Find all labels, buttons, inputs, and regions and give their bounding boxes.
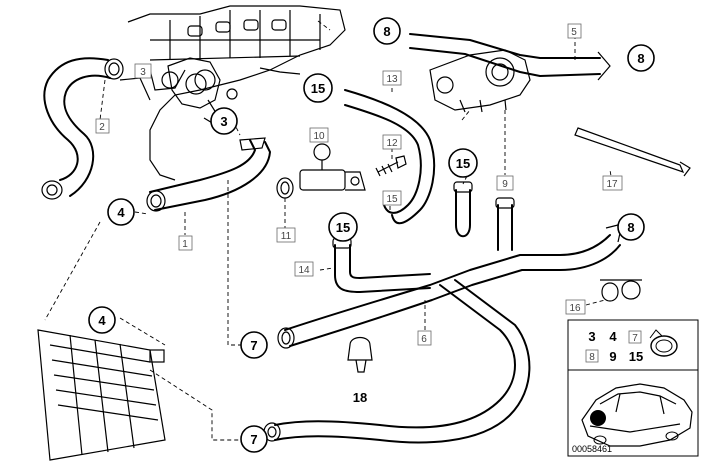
svg-text:14: 14 (298, 265, 310, 276)
callout-4-left: 4 (107, 198, 135, 226)
engine-block (119, 5, 346, 181)
inset-r1-c: 7 (632, 333, 638, 344)
reference-number: 00058461 (572, 444, 612, 454)
callout-15-a: 15 (303, 73, 333, 103)
hose-13-outer (344, 89, 436, 225)
label-10: 10 (309, 127, 329, 143)
inset-r2-c: 15 (629, 349, 643, 364)
svg-text:6: 6 (421, 334, 427, 345)
callout-15-c: 15 (328, 212, 358, 242)
label-13: 13 (382, 70, 402, 86)
inset-r2-b: 9 (609, 349, 616, 364)
svg-text:13: 13 (386, 74, 398, 85)
label-17: 17 (602, 175, 623, 191)
inset-r1-a: 3 (588, 329, 595, 344)
svg-text:10: 10 (313, 131, 325, 142)
svg-text:15: 15 (456, 156, 470, 171)
callout-8-top: 8 (373, 17, 401, 45)
svg-text:8: 8 (383, 24, 390, 39)
label-12: 12 (382, 134, 402, 150)
cable-tie-17 (574, 127, 691, 177)
svg-text:3: 3 (140, 67, 146, 78)
label-11: 11 (276, 227, 296, 243)
svg-text:11: 11 (281, 231, 292, 242)
hose-6-lower-outer (274, 284, 516, 429)
hose-1-top (149, 139, 256, 193)
inset-panel: 3 4 7 8 9 15 00058461 (567, 319, 699, 457)
hose-upper-left-inner (63, 74, 111, 197)
bolt-12 (375, 155, 407, 177)
svg-text:15: 15 (336, 220, 350, 235)
label-18: 18 (353, 390, 367, 405)
callout-3: 3 (210, 107, 238, 135)
o-ring-11 (276, 177, 294, 199)
label-16: 16 (565, 299, 586, 315)
throttle-body (429, 49, 531, 113)
hose-clamp-16 (600, 279, 642, 302)
engine-location-marker (590, 410, 606, 426)
clip-18 (347, 336, 373, 373)
label-9: 9 (496, 175, 514, 191)
hose-14-outer (334, 244, 431, 293)
svg-text:9: 9 (502, 179, 508, 190)
label-5: 5 (567, 23, 582, 39)
hose-6-upper-inner (289, 244, 621, 347)
svg-text:17: 17 (606, 179, 618, 190)
svg-text:4: 4 (117, 205, 125, 220)
hose-13-inner (344, 104, 422, 214)
hose-end-upper (104, 58, 124, 80)
callout-4-low: 4 (88, 306, 116, 334)
hose-upper-left-outer (43, 57, 109, 181)
label-14: 14 (294, 261, 314, 277)
svg-text:15: 15 (386, 194, 398, 205)
hose-6-upper-outer (284, 234, 611, 331)
hose-5-outer (409, 33, 601, 59)
label-2: 2 (95, 118, 110, 134)
svg-text:3: 3 (220, 114, 227, 129)
temperature-sensor (276, 143, 366, 199)
svg-text:2: 2 (99, 122, 105, 133)
inset-r2-a: 8 (589, 352, 595, 363)
hose-15-mid (455, 189, 471, 238)
callout-7-a: 7 (240, 331, 268, 359)
svg-text:8: 8 (627, 220, 634, 235)
label-6: 6 (417, 330, 432, 346)
label-15: 15 (382, 190, 402, 206)
svg-text:4: 4 (98, 313, 106, 328)
callout-8-mid: 8 (617, 213, 645, 241)
hose-1-bottom (154, 141, 271, 211)
svg-text:7: 7 (250, 432, 257, 447)
inset-r1-b: 4 (609, 329, 617, 344)
label-3: 3 (134, 63, 152, 79)
car-outline (581, 383, 693, 447)
callout-15-b: 15 (448, 148, 478, 178)
hose-14-inner (349, 244, 431, 279)
svg-text:15: 15 (311, 81, 325, 96)
callout-7-b: 7 (240, 425, 268, 453)
callout-8-right: 8 (627, 44, 655, 72)
svg-text:5: 5 (571, 27, 577, 38)
hose-9-stub (497, 204, 513, 251)
svg-text:16: 16 (569, 303, 581, 314)
radiator (37, 329, 166, 461)
label-1: 1 (178, 235, 193, 251)
hose-5-inner (409, 47, 601, 77)
clamp-icon (649, 329, 678, 357)
svg-text:7: 7 (250, 338, 257, 353)
svg-text:12: 12 (386, 138, 398, 149)
svg-text:1: 1 (182, 239, 188, 250)
hose-end-lower (41, 180, 63, 200)
hose-6-lower-inner (274, 279, 531, 444)
svg-text:8: 8 (637, 51, 644, 66)
